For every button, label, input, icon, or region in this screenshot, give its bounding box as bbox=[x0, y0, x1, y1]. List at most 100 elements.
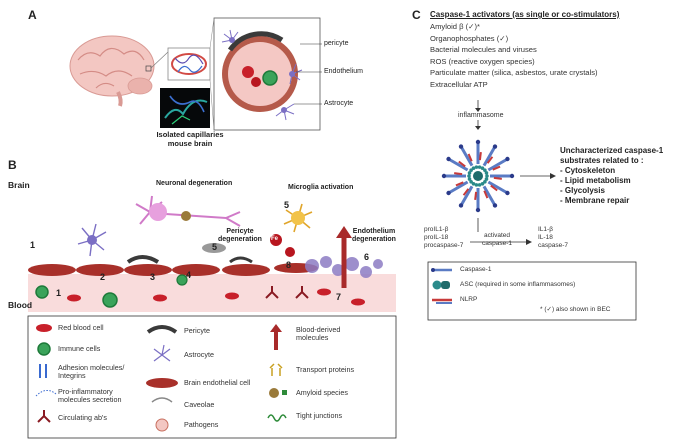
immune-cells-icon bbox=[37, 342, 51, 356]
step-number: 1 bbox=[56, 288, 62, 298]
nlrp-spoke bbox=[467, 153, 473, 162]
step-number: 5 bbox=[284, 200, 290, 210]
legend-box-c bbox=[427, 261, 637, 321]
asc-dot bbox=[477, 183, 482, 187]
asc-dot bbox=[467, 174, 471, 178]
step-number: 4 bbox=[186, 270, 192, 280]
asc-dot bbox=[484, 171, 489, 175]
caspase-spoke bbox=[482, 185, 497, 207]
legend-label: Brain endothelial cell bbox=[184, 378, 251, 387]
caspase-tip bbox=[475, 139, 481, 145]
panel-c-label: C bbox=[412, 8, 421, 22]
transport-proteins-icon bbox=[269, 363, 283, 376]
legend-label: Tight junctions bbox=[296, 411, 343, 420]
nlrp-icon bbox=[432, 298, 452, 304]
asc-dot bbox=[469, 179, 473, 184]
caspase-spoke bbox=[487, 180, 509, 195]
step-number: 6 bbox=[364, 252, 370, 262]
substrates-block: Uncharacterized caspase-1 substrates rel… bbox=[560, 146, 664, 205]
asc-dot bbox=[474, 165, 479, 169]
inflammasome-core bbox=[473, 171, 483, 181]
substrate-item: - Cytoskeleton bbox=[560, 166, 616, 175]
nlrp-spoke bbox=[486, 156, 494, 164]
activator-item: Organophosphates (✓) bbox=[430, 33, 509, 43]
pro-forms: proIL1-β proIL-18 procaspase-7 bbox=[424, 226, 464, 249]
nlrp-spoke bbox=[490, 184, 498, 192]
caspase-tip bbox=[446, 156, 451, 162]
caspase-spoke bbox=[487, 157, 509, 172]
callout-endothelium: Endothelium bbox=[324, 68, 363, 75]
label-neuronal-degeneration: Neuronal degeneration bbox=[156, 180, 233, 187]
caspase-spoke bbox=[459, 145, 474, 167]
legend-label: Astrocyte bbox=[184, 350, 214, 359]
endothelial-layer bbox=[28, 263, 318, 276]
asc-dot bbox=[471, 181, 476, 186]
caspase-tip bbox=[505, 156, 510, 162]
activator-item: Amyloid β (✓)* bbox=[430, 22, 480, 31]
panel-b-label: B bbox=[8, 158, 17, 172]
legend-label: Blood-derived molecules bbox=[296, 325, 341, 342]
caspase-tip bbox=[446, 190, 451, 196]
activator-item: Extracellular ATP bbox=[430, 79, 488, 89]
legend-label: Adhesion molecules/ Integrins bbox=[58, 363, 125, 380]
activator-item: Bacterial molecules and viruses bbox=[430, 45, 537, 55]
caspase-spoke bbox=[459, 185, 474, 207]
pathogens-icon bbox=[155, 418, 169, 432]
tight-junctions-icon bbox=[267, 414, 287, 422]
activator-item: Particulate matter (silica, asbestos, ur… bbox=[430, 68, 598, 78]
substrate-item: - Lipid metabolism bbox=[560, 176, 631, 185]
inflammasome-wheel bbox=[441, 139, 515, 213]
step-number: 3 bbox=[150, 272, 156, 282]
panel-a-label: A bbox=[28, 8, 37, 22]
asc-dot bbox=[469, 168, 473, 173]
caspase-tip bbox=[492, 203, 498, 208]
caspase-tip bbox=[492, 144, 498, 149]
nlrp-spoke bbox=[458, 160, 466, 168]
legend-label: Pro-inflammatory molecules secretion bbox=[58, 387, 122, 404]
asc-dot bbox=[467, 177, 472, 181]
asc-dot bbox=[483, 179, 487, 184]
legend-box-b bbox=[27, 315, 397, 439]
asc-dot bbox=[485, 174, 489, 178]
label-pericyte-degeneration: Pericyte degeneration bbox=[218, 228, 262, 243]
activated-caspase: activated caspase-1 bbox=[482, 232, 512, 247]
microglia bbox=[283, 203, 313, 233]
neuron bbox=[135, 195, 241, 227]
nlrp-spoke bbox=[462, 188, 470, 196]
caspase-1-icon bbox=[431, 268, 452, 272]
caspase-tip bbox=[441, 173, 447, 179]
substrate-item: - Glycolysis bbox=[560, 186, 605, 195]
asc-dot bbox=[480, 166, 485, 171]
nlrp-spoke bbox=[474, 191, 478, 200]
nlrp-spoke bbox=[483, 190, 489, 199]
asc-dot bbox=[474, 183, 479, 187]
legend-label: Caveolae bbox=[184, 400, 215, 409]
legend-label: Pericyte bbox=[184, 326, 210, 335]
legend-c-nlrp: NLRP bbox=[460, 296, 478, 303]
caveolae-icon bbox=[151, 397, 173, 403]
asc-dot bbox=[484, 177, 489, 181]
callout-astrocyte: Astrocyte bbox=[324, 100, 354, 107]
legend-c-asc: ASC (required in some inflammasomes) bbox=[460, 281, 576, 288]
astrocyte-b bbox=[77, 223, 107, 257]
caspase-tip bbox=[458, 203, 464, 208]
astrocyte-icon bbox=[153, 344, 171, 362]
legend-label: Immune cells bbox=[58, 344, 101, 353]
label-endothelium-degeneration: Endothelium degeneration bbox=[352, 228, 396, 243]
step-number: 2 bbox=[100, 272, 106, 282]
brain-illustration bbox=[69, 35, 155, 107]
caspase-tip bbox=[509, 173, 515, 179]
circulating-ab-icon bbox=[37, 410, 51, 423]
caspase-spoke bbox=[482, 145, 497, 167]
nlrp-spoke bbox=[492, 165, 501, 171]
step-number: 8 bbox=[286, 260, 292, 270]
products: IL1-β IL-18 caspase-7 bbox=[538, 226, 568, 249]
nlrp-spoke bbox=[454, 172, 463, 176]
step-number: 1 bbox=[30, 240, 36, 250]
asc-dot bbox=[471, 166, 476, 171]
legend-c-footnote: * (✓) also shown in BEC bbox=[540, 306, 611, 313]
nlrp-spoke bbox=[493, 176, 502, 180]
legend-label: Pathogens bbox=[184, 420, 219, 429]
label-microglia-activation: Microglia activation bbox=[288, 184, 354, 191]
